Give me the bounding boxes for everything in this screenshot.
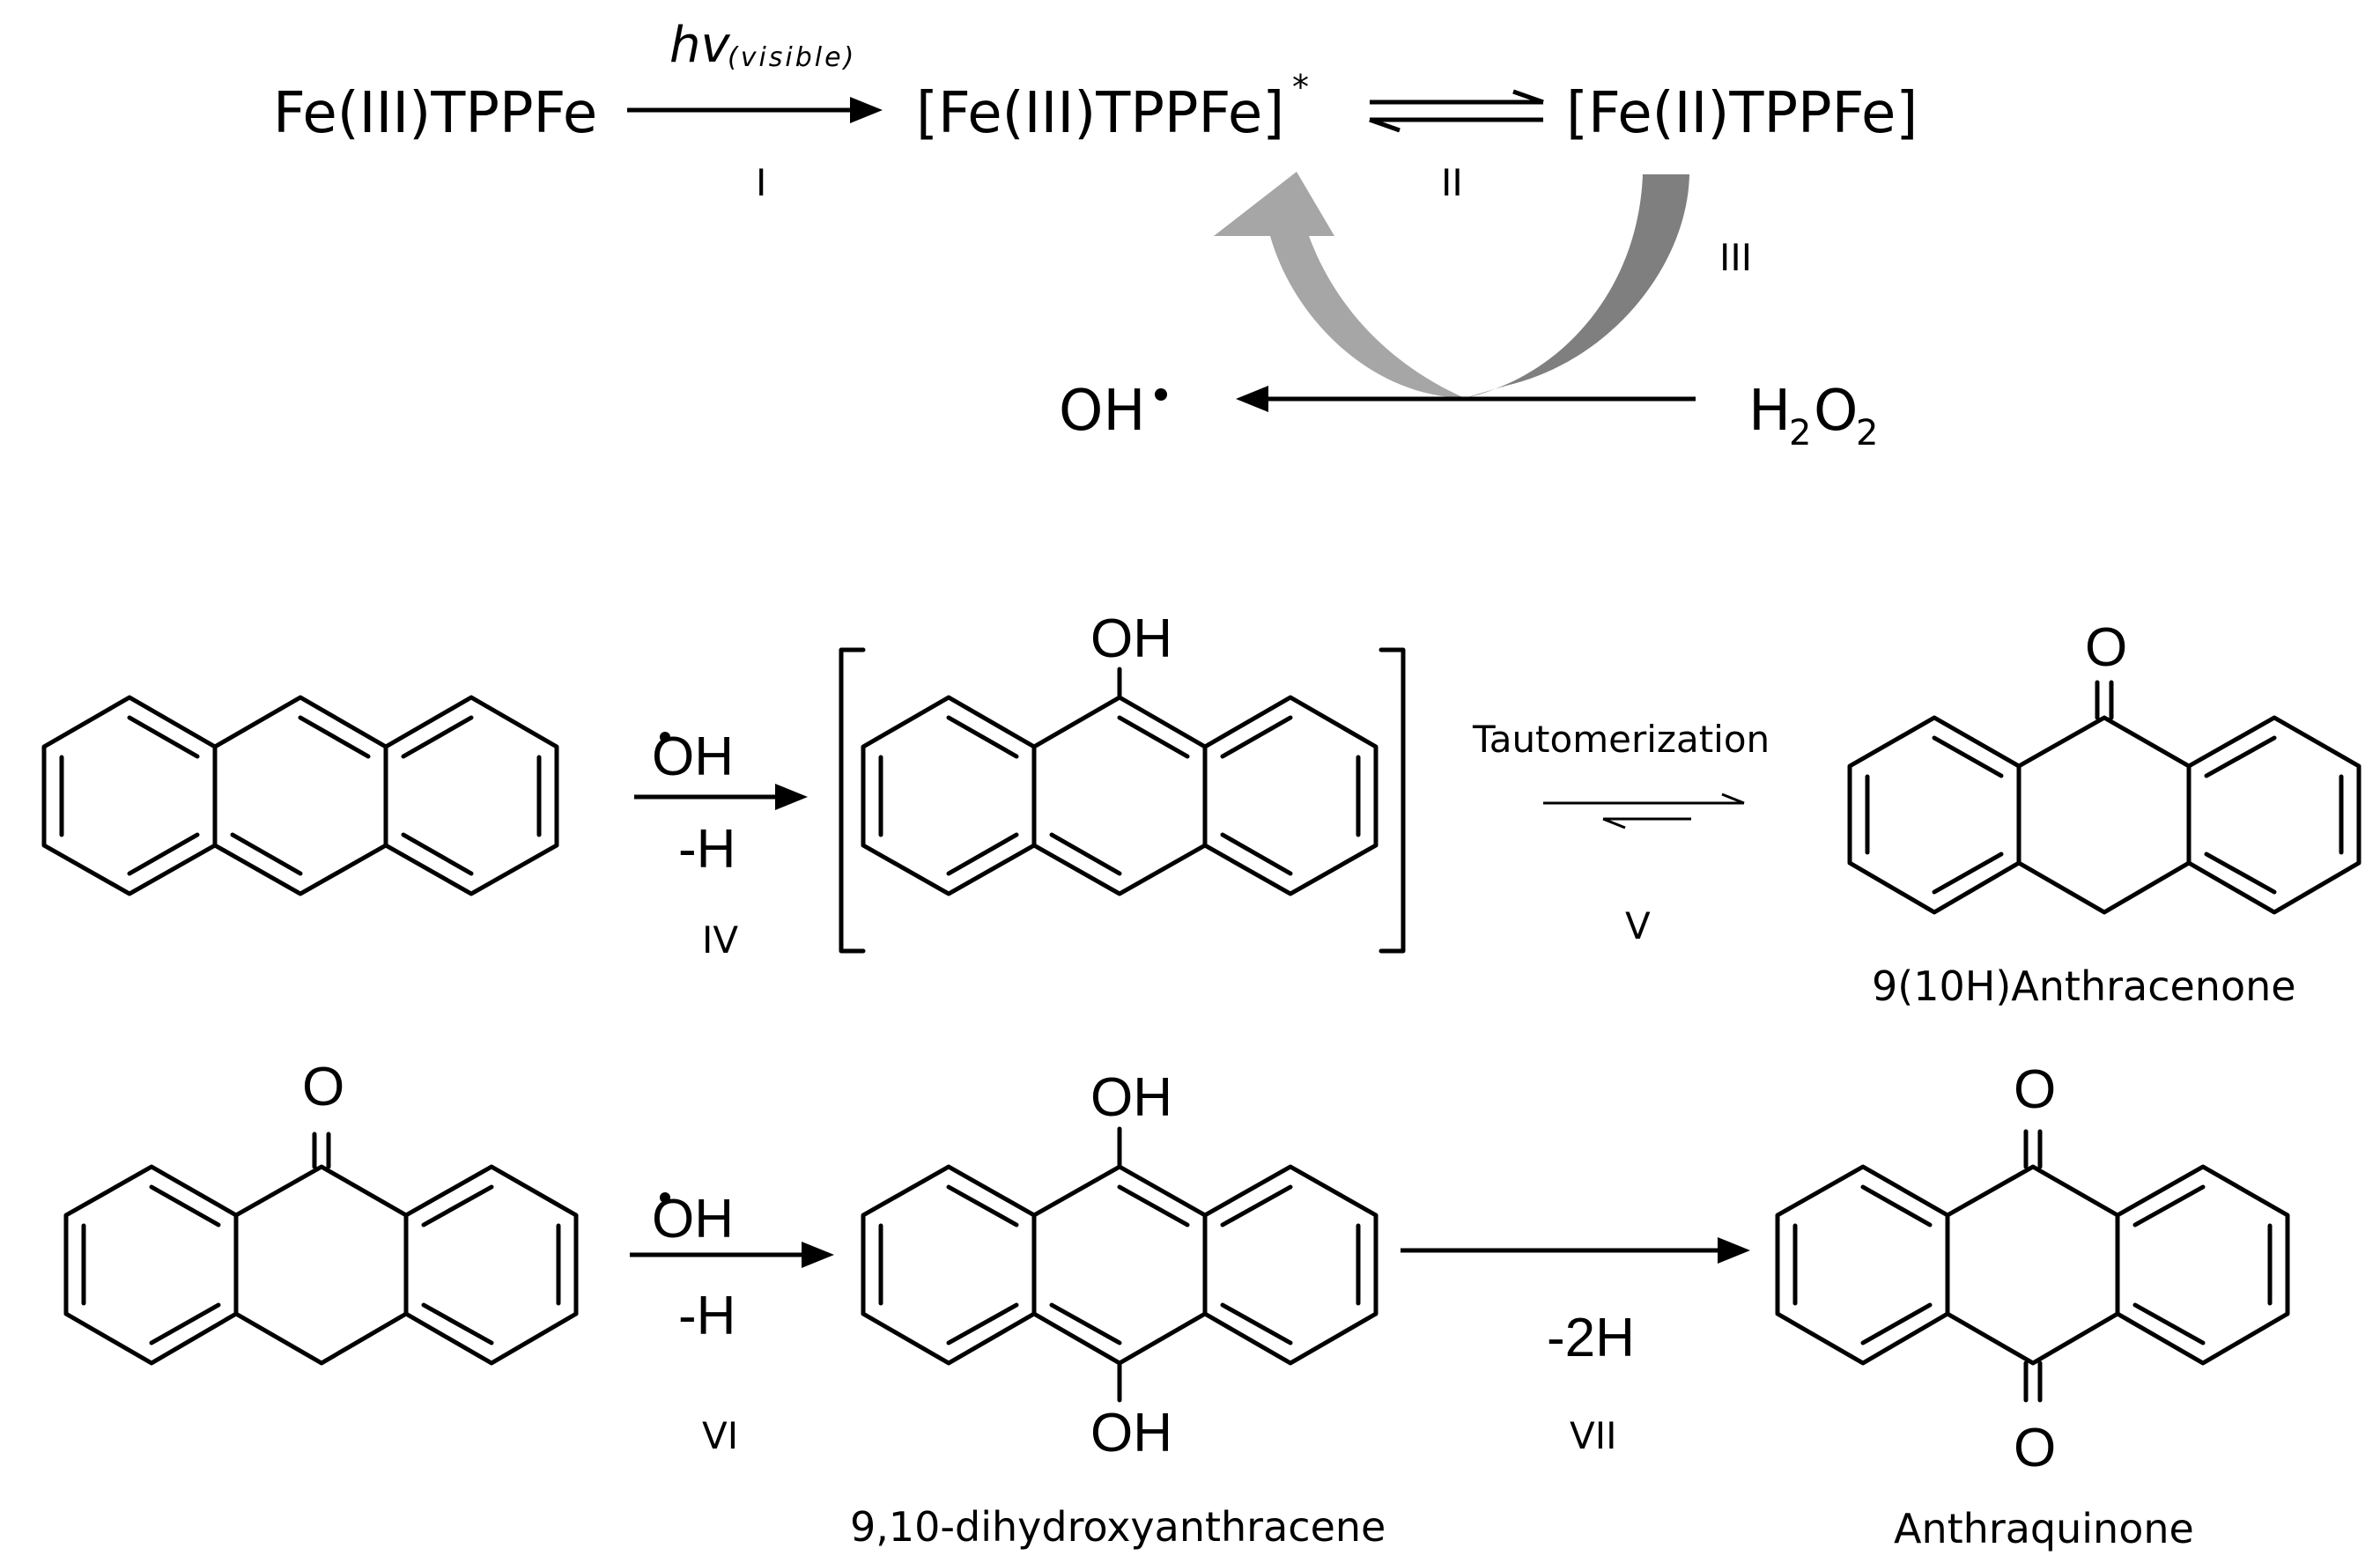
svg-text:2: 2: [1856, 413, 1878, 453]
anthracenol-molecule: [861, 667, 1378, 896]
step-VII-arrowhead: [1718, 1237, 1750, 1264]
light-energy-symbol: hv: [669, 17, 730, 74]
hydrogen-peroxide: H 2 O 2: [1748, 379, 1878, 453]
step-VI-arrowhead: [802, 1242, 834, 1268]
tautomerization-equilibrium-arrow: [1543, 793, 1745, 829]
fe3-reactant: Fe(III)TPPFe: [273, 81, 597, 146]
hydroxyl-radical: OH: [1059, 379, 1146, 444]
step-IV-arrowhead: [775, 784, 808, 810]
svg-text:H: H: [1748, 379, 1791, 444]
anthraquinone-O-bottom: O: [2014, 1418, 2056, 1478]
tautomerization-clip: [1462, 754, 1841, 777]
dihydroxyanthracene-name: 9,10-dihydroxyanthracene: [850, 1503, 1386, 1551]
anthracenone-reactant-O: O: [302, 1057, 344, 1117]
step-label-VI: VI: [702, 1414, 738, 1457]
radical-dot: [1155, 388, 1167, 401]
dihydroxy-OH-top: OH: [1090, 1067, 1172, 1128]
cycle-arrow-dark: [1465, 174, 1689, 398]
minus-H-VI: -H: [678, 1286, 735, 1346]
step-label-III: III: [1719, 236, 1752, 279]
step-label-VII: VII: [1570, 1414, 1617, 1457]
reagent-radical-dot-IV: [660, 732, 670, 742]
step-I-arrowhead: [850, 97, 883, 123]
step-label-II: II: [1441, 161, 1463, 204]
minus-H-IV: -H: [678, 819, 735, 880]
anthracene-molecule: [41, 695, 559, 896]
cycle-arrow-light: [1214, 172, 1465, 398]
light-energy-subscript: (visible): [728, 42, 856, 73]
excited-state: [Fe(III)TPPFe]: [916, 81, 1284, 146]
bracket-left: [839, 647, 866, 954]
photo-fenton-cycle: Fe(III)TPPFe hv (visible) I [Fe(III)TPPF…: [273, 17, 1918, 453]
step-label-IV: IV: [702, 918, 738, 962]
svg-text:2: 2: [1789, 413, 1811, 453]
anthraquinone-O-top: O: [2014, 1059, 2056, 1120]
step-label-V: V: [1625, 904, 1651, 947]
excited-mark: *: [1292, 68, 1309, 107]
minus-2H: -2H: [1547, 1308, 1635, 1368]
anthracenone-name: 9(10H)Anthracenone: [1872, 962, 2296, 1010]
dihydroxyanthracene-molecule: [861, 1126, 1378, 1403]
step-label-I: I: [756, 161, 766, 204]
svg-text:O: O: [1814, 379, 1858, 444]
peroxide-to-radical-arrowhead: [1236, 386, 1268, 412]
dihydroxy-OH-bottom: OH: [1090, 1403, 1172, 1463]
anthracenone-O: O: [2085, 617, 2127, 678]
reagent-radical-dot-VI: [660, 1192, 670, 1203]
fe2-species: [Fe(II)TPPFe]: [1566, 81, 1918, 146]
anthracenol-OH: OH: [1090, 608, 1172, 669]
bracket-right: [1378, 647, 1406, 954]
anthracenone-molecule: [1847, 680, 2362, 915]
anthraquinone-name: Anthraquinone: [1894, 1505, 2194, 1552]
anthraquinone-molecule: [1775, 1129, 2290, 1403]
anthracenone-reactant-molecule: [63, 1132, 579, 1366]
tautomerization-label: Tautomerization: [1472, 718, 1770, 761]
equilibrium-arrow-II: [1369, 89, 1544, 133]
